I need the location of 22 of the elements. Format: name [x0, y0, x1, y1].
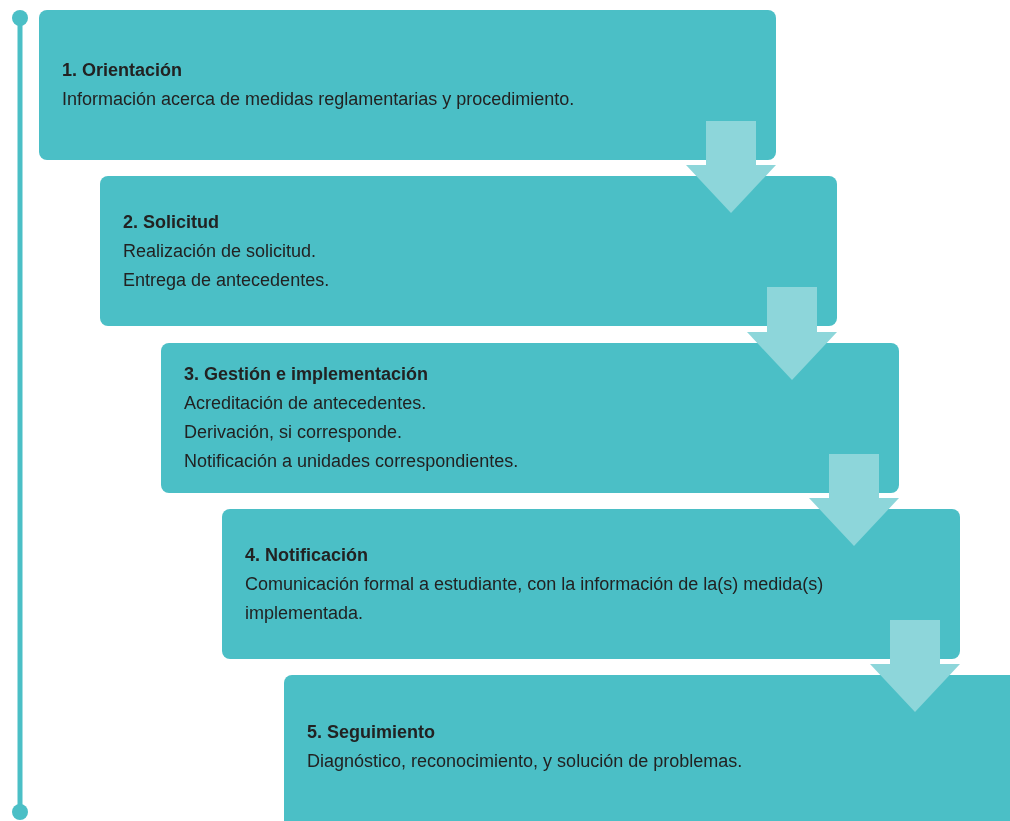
step-box — [39, 10, 776, 160]
step-box — [222, 509, 960, 659]
step-description: Realización de solicitud. — [123, 239, 318, 263]
step-title: 2. Solicitud — [123, 210, 220, 234]
step-description: Derivación, si corresponde. — [184, 421, 404, 444]
step-description: Diagnóstico, reconocimiento, y solución de problemas. — [307, 750, 744, 773]
down-arrow — [809, 454, 899, 546]
step-description: Entrega de antecedentes. — [123, 268, 331, 292]
step-box — [161, 343, 899, 493]
step-title: 1. Orientación — [62, 59, 184, 82]
step-description: Acreditación de antecedentes. — [184, 392, 428, 415]
down-arrow — [747, 287, 837, 380]
step-box — [100, 176, 837, 326]
step-title: 4. Notificación — [245, 543, 370, 567]
step-description: Notificación a unidades correspondientes. — [184, 450, 520, 473]
step-description: Comunicación formal a estudiante, con la información de la(s) medida(s) implementada. — [245, 572, 825, 625]
step-title: 5. Seguimiento — [307, 721, 437, 744]
step-box — [284, 675, 1010, 821]
step-title: 3. Gestión e implementación — [184, 363, 430, 386]
step-description: Información acerca de medidas reglamentarias y procedimiento. — [62, 88, 576, 111]
down-arrow — [686, 121, 776, 213]
down-arrow — [870, 620, 960, 712]
